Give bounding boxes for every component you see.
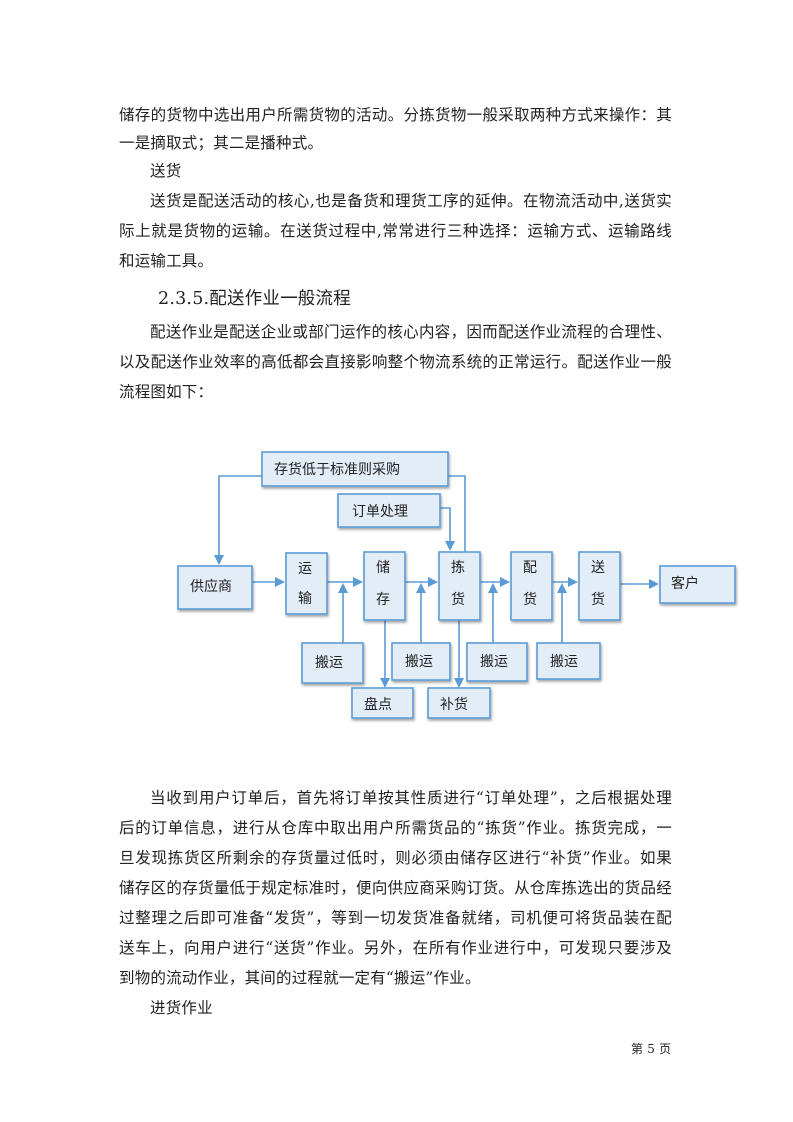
node-storage bbox=[363, 551, 406, 621]
body-text-line: 和运输工具。 bbox=[119, 252, 214, 270]
label-storage: 存 bbox=[376, 592, 390, 608]
node-delivery bbox=[578, 551, 621, 621]
body-text-line: 送货是配送活动的核心,也是备货和理货工序的延伸。在物流活动中,送货实 bbox=[150, 192, 672, 210]
node-handling-1 bbox=[301, 642, 364, 684]
label-handling-4: 搬运 bbox=[550, 654, 578, 670]
node-purchase bbox=[261, 451, 449, 487]
node-picking bbox=[438, 551, 481, 621]
label-picking: 拣 bbox=[451, 560, 465, 576]
node-handling-3 bbox=[466, 642, 528, 682]
label-picking: 货 bbox=[451, 591, 465, 608]
page-number: 第 5 页 bbox=[631, 1042, 672, 1056]
label-replenishment: 补货 bbox=[440, 696, 468, 713]
body-text-line: 到物的流动作业，其间的过程就一定有“搬运”作业。 bbox=[119, 969, 481, 987]
body-text-line: 旦发现拣货区所剩余的存货量过低时，则必须由储存区进行“补货”作业。如果 bbox=[119, 849, 672, 867]
label-handling-2: 搬运 bbox=[405, 654, 433, 670]
label-handling-3: 搬运 bbox=[480, 654, 508, 670]
body-text-line: 送车上，向用户进行“送货”作业。另外，在所有作业进行中，可发现只要涉及 bbox=[119, 939, 672, 957]
node-customer bbox=[659, 565, 736, 604]
node-distribution bbox=[510, 551, 553, 621]
label-transport: 运 bbox=[298, 561, 312, 577]
label-supplier: 供应商 bbox=[190, 578, 232, 595]
label-inventory-check: 盘点 bbox=[364, 696, 392, 713]
subheading-receiving: 进货作业 bbox=[150, 999, 213, 1017]
node-transport bbox=[285, 552, 328, 615]
distribution-flow-diagram: 存货低于标准则采购 订单处理 供应商 运 输 储 存 拣 货 配 货 送 货 客… bbox=[177, 451, 736, 719]
node-handling-4 bbox=[536, 642, 601, 680]
subheading-delivery: 送货 bbox=[150, 162, 182, 180]
body-text-line: 后的订单信息，进行从仓库中取出用户所需货品的“拣货”作业。拣货完成，一 bbox=[119, 819, 672, 837]
node-supplier bbox=[177, 565, 253, 610]
section-heading: 2.3.5.配送作业一般流程 bbox=[158, 289, 351, 309]
label-distribution: 货 bbox=[523, 591, 537, 608]
body-text-line: 当收到用户订单后，首先将订单按其性质进行“订单处理”，之后根据处理 bbox=[150, 789, 672, 807]
label-handling-1: 搬运 bbox=[315, 655, 343, 671]
node-handling-2 bbox=[391, 642, 451, 681]
body-text-line: 一是摘取式；其二是播种式。 bbox=[119, 134, 324, 152]
label-storage: 储 bbox=[376, 560, 390, 576]
label-transport: 输 bbox=[298, 591, 312, 607]
label-purchase: 存货低于标准则采购 bbox=[274, 461, 400, 478]
label-delivery: 货 bbox=[591, 591, 605, 608]
body-text-line: 储存区的存货量低于规定标准时，便向供应商采购订货。从仓库拣选出的货品经 bbox=[119, 879, 672, 897]
label-order-processing: 订单处理 bbox=[352, 504, 408, 520]
label-customer: 客户 bbox=[671, 575, 699, 592]
node-replenishment bbox=[427, 687, 491, 719]
body-text-line: 过整理之后即可准备“发货”，等到一切发货准备就绪，司机便可将货品装在配 bbox=[119, 909, 672, 927]
body-text-line: 储存的货物中选出用户所需货物的活动。分拣货物一般采取两种方式来操作：其 bbox=[119, 106, 672, 124]
node-order-processing bbox=[337, 493, 441, 528]
label-distribution: 配 bbox=[523, 560, 537, 576]
body-text-line: 流程图如下： bbox=[119, 383, 214, 401]
body-text-line: 配送作业是配送企业或部门运作的核心内容，因而配送作业流程的合理性、 bbox=[150, 323, 672, 341]
label-delivery: 送 bbox=[591, 560, 605, 576]
node-inventory-check bbox=[351, 687, 414, 719]
body-text-line: 以及配送作业效率的高低都会直接影响整个物流系统的正常运行。配送作业一般 bbox=[119, 353, 672, 371]
body-text-line: 际上就是货物的运输。在送货过程中,常常进行三种选择：运输方式、运输路线 bbox=[119, 222, 672, 240]
